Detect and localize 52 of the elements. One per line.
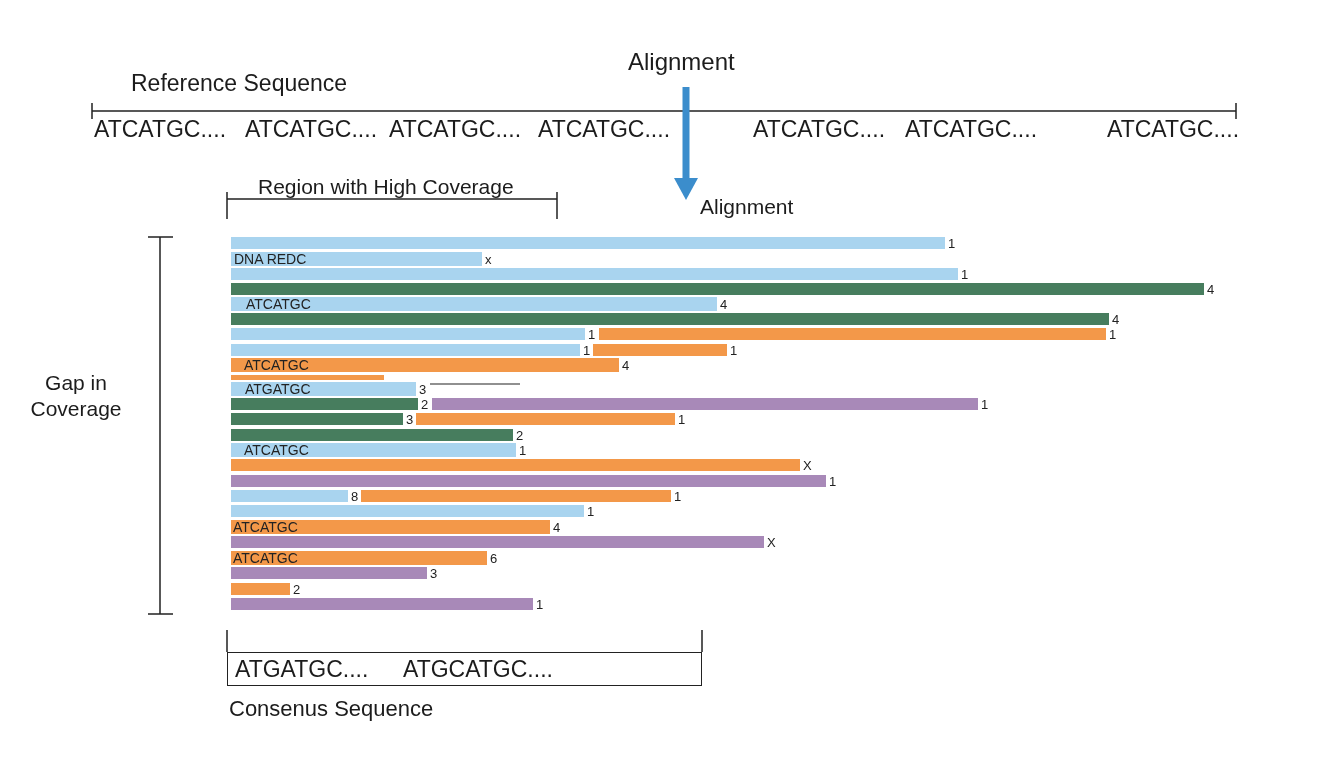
read-bar [231,375,384,380]
read-count: 1 [519,443,527,457]
sequence-text: ATCATGC.... [1107,116,1240,143]
read-count: 4 [1112,312,1120,326]
read-label: ATCATGC [233,551,298,565]
read-label: ATGATGC [245,382,311,396]
sequence-text: ATCATGC.... [94,116,227,143]
sequence-title: Reference Sequence [131,70,348,97]
sequence-text: ATCATGC.... [905,116,1038,143]
read-count: 1 [1109,327,1117,341]
read-count: 3 [430,566,438,580]
read-count: 1 [588,327,596,341]
box-caption: Consenus Sequence [229,696,434,721]
read-label: ATCATGC [233,520,298,534]
read-count: 4 [1207,282,1215,296]
bracket-label: Gap in Coverage [29,370,123,422]
read-count: 1 [583,343,591,357]
read-label: ATCATGC [246,297,311,311]
read-count: 1 [829,474,837,488]
read-label: ATCATGC [244,443,309,457]
read-count: 8 [351,489,359,503]
read-count: X [767,535,776,549]
sequence-text: ATGATGC.... [235,656,369,682]
read-count: 4 [622,358,630,372]
read-count: 6 [490,551,498,565]
read-count: 1 [730,343,738,357]
bracket-label: Region with High Coverage [258,175,514,200]
read-count: X [803,458,812,472]
read-count: 2 [516,428,524,442]
read-count: 3 [419,382,427,396]
read-count: 1 [948,236,956,250]
read-count: 3 [406,412,414,426]
read-count: 1 [674,489,682,503]
sequence-text: ATCATGC.... [389,116,522,143]
read-count: 1 [587,504,595,518]
read-label: ATCATGC [244,358,309,372]
read-count: x [485,252,492,266]
arrow-label: Alignment [628,48,735,76]
read-count: 1 [981,397,989,411]
read-count: 4 [720,297,728,311]
read-count: 4 [553,520,561,534]
read-count: 1 [961,267,969,281]
sequence-text: ATCATGC.... [538,116,671,143]
arrow-label: Alignment [700,195,794,220]
read-count: 1 [536,597,544,611]
sequence-text: ATCATGC.... [753,116,886,143]
sequence-text: ATCATGC.... [245,116,378,143]
sequence-text: ATGCATGC.... [403,656,553,682]
read-count: 1 [678,412,686,426]
read-label: DNA REDC [234,252,307,266]
read-count: 2 [293,582,301,596]
read-count: 2 [421,397,429,411]
